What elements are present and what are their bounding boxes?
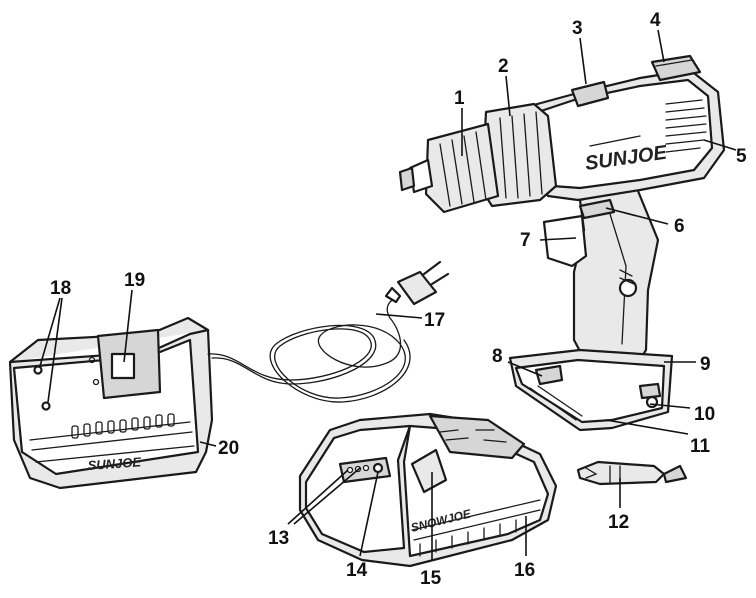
callout-13: 13 (268, 528, 289, 549)
callout-18: 18 (50, 278, 71, 299)
callout-8: 8 (492, 346, 503, 367)
screwdriver-bit (578, 462, 686, 484)
callout-10: 10 (694, 404, 715, 425)
callout-5: 5 (736, 146, 747, 167)
battery-pack: SNOWJOE (300, 414, 556, 566)
callout-3: 3 (572, 18, 583, 39)
drill: SUNJOE (400, 56, 724, 430)
callout-1: 1 (454, 88, 465, 109)
callout-14: 14 (346, 560, 368, 581)
callout-9: 9 (700, 354, 711, 375)
callout-20: 20 (218, 438, 239, 459)
callout-4: 4 (650, 10, 661, 31)
power-cord (208, 262, 448, 402)
callout-19: 19 (124, 270, 145, 291)
callout-2: 2 (498, 56, 509, 77)
callout-11: 11 (690, 436, 711, 457)
callout-15: 15 (420, 568, 442, 589)
callout-7: 7 (520, 230, 531, 251)
callout-6: 6 (674, 216, 685, 237)
callout-12: 12 (608, 512, 629, 533)
callout-17: 17 (424, 310, 445, 331)
charger: SUNJOE (10, 318, 212, 488)
callout-16: 16 (514, 560, 535, 581)
